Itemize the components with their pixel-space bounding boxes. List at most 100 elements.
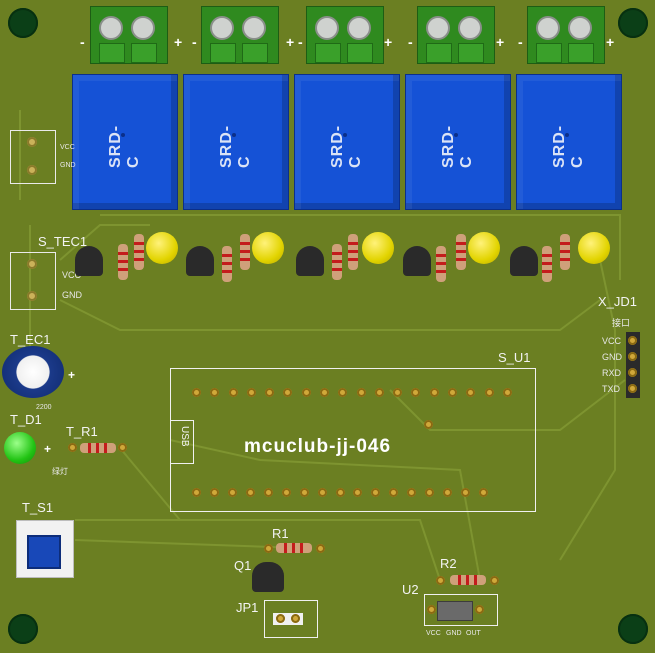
conn-label-gnd: GND	[60, 162, 76, 169]
usb-label: USB	[179, 426, 190, 447]
terminal-marker: +	[174, 34, 183, 50]
resistor	[118, 244, 128, 280]
pin-row-top	[192, 388, 512, 400]
label-q1: Q1	[234, 558, 252, 573]
x-jd1-vcc: VCC	[602, 336, 622, 346]
label-t-r1: T_R1	[66, 424, 98, 439]
terminal-marker: +	[496, 34, 505, 50]
terminal-marker: -	[408, 34, 413, 50]
screw-icon	[568, 16, 592, 40]
label-u2: U2	[402, 582, 419, 597]
conn-label-vcc: VCC	[62, 270, 82, 280]
mounting-hole	[8, 614, 38, 644]
screw-icon	[315, 16, 339, 40]
label-r1: R1	[272, 526, 289, 541]
label-t-ec1: T_EC1	[10, 332, 51, 347]
screw-icon	[426, 16, 450, 40]
relay: SRD-C	[183, 74, 289, 210]
x-jd1-gnd: GND	[602, 352, 622, 362]
sensor-u2	[424, 594, 498, 626]
terminal-block-1	[90, 6, 168, 64]
x-jd1-txd: TXD	[602, 384, 620, 394]
screw-icon	[458, 16, 482, 40]
resistor	[348, 234, 358, 270]
label-s-tec1: S_TEC1	[38, 234, 88, 249]
resistor	[450, 575, 486, 585]
resistor	[222, 246, 232, 282]
transistor	[510, 246, 538, 276]
screw-icon	[536, 16, 560, 40]
resistor	[542, 246, 552, 282]
plus-marker: +	[44, 442, 52, 456]
resistor	[240, 234, 250, 270]
led-yellow	[146, 232, 178, 264]
screw-icon	[210, 16, 234, 40]
relay-label: SRD-C	[329, 124, 364, 168]
terminal-block-4	[417, 6, 495, 64]
usb-box	[170, 420, 194, 464]
screw-icon	[131, 16, 155, 40]
plus-marker: +	[68, 368, 76, 382]
terminal-marker: -	[192, 34, 197, 50]
led-yellow	[252, 232, 284, 264]
u2-pin-gnd: GND	[446, 630, 462, 637]
transistor	[75, 246, 103, 276]
led-yellow	[362, 232, 394, 264]
resistor	[134, 234, 144, 270]
push-switch[interactable]	[16, 520, 74, 578]
u2-pin-out: OUT	[466, 630, 481, 637]
pin-header-x-jd1	[626, 332, 640, 398]
jumper-jp1	[264, 600, 318, 638]
resistor	[436, 246, 446, 282]
resistor	[456, 234, 466, 270]
label-t-d1: T_D1	[10, 412, 42, 427]
x-jd1-note: 接口	[612, 318, 631, 328]
mounting-hole	[618, 614, 648, 644]
resistor	[80, 443, 116, 453]
terminal-block-2	[201, 6, 279, 64]
relay: SRD-C	[405, 74, 511, 210]
led-yellow	[468, 232, 500, 264]
led-label: 绿灯	[52, 467, 68, 476]
u2-pin-vcc: VCC	[426, 630, 441, 637]
terminal-marker: -	[518, 34, 523, 50]
relay-label: SRD-C	[551, 124, 586, 168]
label-s-u1: S_U1	[498, 350, 531, 365]
terminal-marker: +	[286, 34, 295, 50]
terminal-marker: +	[606, 34, 615, 50]
connector-top	[10, 130, 56, 184]
label-t-s1: T_S1	[22, 500, 54, 515]
connector-s-tec1	[10, 252, 56, 310]
relay: SRD-C	[72, 74, 178, 210]
pin-row-bottom	[192, 488, 488, 500]
terminal-marker: -	[298, 34, 303, 50]
transistor	[403, 246, 431, 276]
transistor	[186, 246, 214, 276]
terminal-block-3	[306, 6, 384, 64]
cap-label: 2200	[36, 404, 52, 411]
electrolytic-capacitor	[2, 346, 64, 398]
transistor-q1	[252, 562, 284, 592]
relay-label: SRD-C	[218, 124, 253, 168]
relay-label: SRD-C	[107, 124, 142, 168]
resistor	[560, 234, 570, 270]
led-green	[4, 432, 36, 464]
resistor	[332, 244, 342, 280]
x-jd1-rxd: RXD	[602, 368, 622, 378]
switch-cap	[27, 535, 61, 569]
module-title: mcuclub-jj-046	[244, 436, 392, 457]
terminal-block-5	[527, 6, 605, 64]
relay: SRD-C	[294, 74, 400, 210]
label-jp1: JP1	[236, 600, 259, 615]
screw-icon	[242, 16, 266, 40]
resistor	[276, 543, 312, 553]
conn-label-vcc: VCC	[60, 144, 75, 151]
led-yellow	[578, 232, 610, 264]
mounting-hole	[8, 8, 38, 38]
conn-label-gnd: GND	[62, 290, 82, 300]
screw-icon	[99, 16, 123, 40]
terminal-marker: -	[80, 34, 85, 50]
transistor	[296, 246, 324, 276]
label-r2: R2	[440, 556, 457, 571]
